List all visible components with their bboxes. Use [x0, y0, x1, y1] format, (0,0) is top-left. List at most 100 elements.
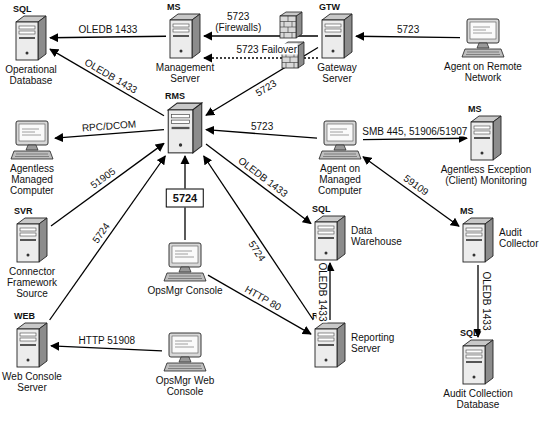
port-label: 51905 — [87, 165, 118, 191]
server-icon — [313, 215, 347, 261]
node-label: OpsMgr Console — [140, 285, 230, 296]
workstation-node: Agent on Managed Computer — [319, 120, 361, 160]
power-button — [473, 376, 476, 379]
node-label: Agent on Managed Computer — [310, 163, 370, 196]
role-badge: SQL — [13, 4, 32, 14]
server-icon — [313, 322, 347, 368]
tower-front — [168, 110, 193, 153]
node-label: Agentless Managed Computer — [0, 163, 72, 196]
role-badge: MS — [460, 206, 474, 216]
tower-side — [344, 14, 352, 58]
tower-side — [493, 116, 501, 160]
monitor-frame — [324, 121, 356, 145]
role-badge: MS — [468, 104, 482, 114]
server-icon — [15, 322, 49, 368]
screen-lines — [175, 341, 194, 347]
firewall-wall — [280, 16, 296, 38]
server-node: WEBWeb Console Server — [15, 322, 49, 368]
tower-front — [463, 224, 485, 262]
workstation-icon — [11, 120, 53, 160]
port-label: 59109 — [400, 172, 431, 198]
screen-lines — [473, 27, 492, 33]
server-node: MSAudit Collector — [461, 217, 495, 263]
tower-front — [322, 20, 344, 58]
drive-slot — [20, 344, 36, 346]
power-button — [325, 359, 328, 362]
node-label: Gateway Server — [302, 62, 372, 84]
connector-group — [50, 36, 478, 351]
drive-bay — [19, 31, 35, 34]
drive-bay — [474, 126, 490, 129]
screen-lines — [330, 129, 349, 135]
port-label: OLEDB 1433 — [77, 24, 138, 35]
node-label: Web Console Server — [0, 371, 67, 393]
connector-arrow — [50, 36, 166, 38]
firewall-top — [280, 12, 302, 16]
tower-front — [170, 20, 192, 58]
server-node: SQLData Warehouse — [313, 215, 347, 261]
monitor-screen — [327, 124, 353, 141]
monitor-frame — [169, 243, 201, 267]
port-label: HTTP 51908 — [78, 335, 137, 346]
drive-bay — [474, 131, 490, 134]
tower-front — [16, 22, 38, 60]
port-label: SMB 445, 51906/51907 — [361, 125, 468, 136]
role-badge: SQL — [460, 328, 479, 338]
power-button — [180, 50, 183, 53]
port-label: OLEDB 1433 — [317, 261, 328, 322]
tower-side — [192, 14, 200, 58]
tower-front — [315, 329, 337, 367]
monitor-stand — [477, 43, 489, 48]
server-icon — [14, 15, 48, 61]
tower-side — [337, 216, 345, 260]
tower-side — [485, 340, 493, 384]
connector-arrow — [50, 49, 164, 116]
server-node: SVRConnector Framework Source — [15, 217, 49, 263]
role-badge: WEB — [14, 311, 35, 321]
monitor-screen — [172, 246, 198, 263]
power-button — [473, 254, 476, 257]
workstation-node: Agentless Managed Computer — [11, 120, 53, 160]
server-icon — [15, 217, 49, 263]
port-label: 5723 Failover — [235, 44, 298, 55]
screen-lines — [175, 251, 194, 257]
tower-side — [193, 103, 202, 153]
server-node: GTWGateway Server — [320, 13, 354, 59]
node-label: Agent on Remote Network — [438, 61, 528, 83]
port-label: OLEDB 1433 — [481, 271, 492, 332]
tower-side — [38, 16, 46, 60]
firewall-side — [296, 12, 302, 38]
connector-arrow — [356, 36, 460, 37]
connector-arrow — [329, 263, 330, 320]
workstation-node: OpsMgr Console — [164, 242, 206, 282]
keyboard-keys — [323, 154, 357, 157]
role-badge: SQL — [312, 204, 331, 214]
role-badge: MS — [167, 2, 181, 12]
keyboard-keys — [15, 154, 49, 157]
role-badge: RMS — [165, 91, 185, 101]
connector-arrow — [204, 35, 318, 36]
node-label: Audit Collection Database — [438, 388, 518, 410]
connector-arrow — [208, 275, 311, 334]
node-label: Agentless Exception (Client) Monitoring — [436, 164, 536, 186]
monitor-stand — [334, 145, 346, 150]
power-button — [26, 52, 29, 55]
power-button — [27, 254, 30, 257]
workstation-icon — [164, 332, 206, 372]
tower-front — [471, 122, 493, 160]
drive-bay — [172, 114, 190, 117]
drive-bay — [318, 338, 334, 341]
drive-bay — [325, 29, 341, 32]
boxed-port-label: 5724 — [166, 189, 204, 208]
tower-side — [485, 218, 493, 262]
server-node: RMS — [166, 102, 204, 154]
port-label: 5723 (Firewalls) — [214, 11, 262, 33]
firewall-symbol — [280, 12, 302, 38]
power-button — [325, 252, 328, 255]
drive-slot — [173, 35, 189, 37]
node-label: Reporting Server — [351, 332, 406, 354]
server-icon — [461, 339, 495, 385]
drive-bay — [20, 228, 36, 231]
role-badge: GTW — [319, 2, 340, 12]
